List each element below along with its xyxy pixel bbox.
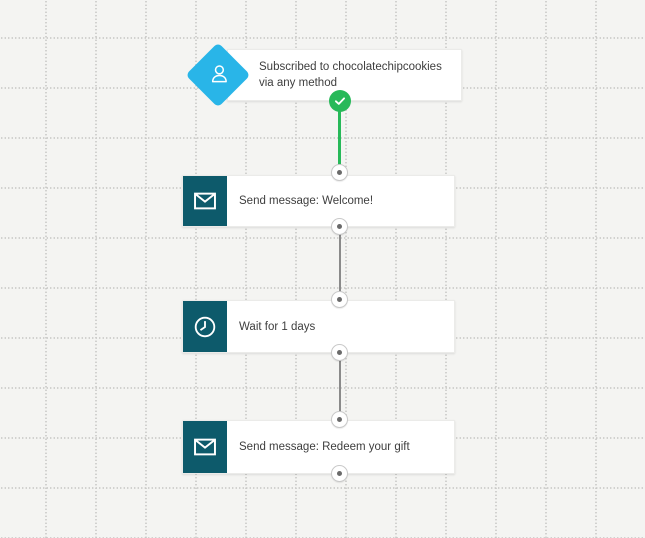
port-step1-out[interactable] [331,218,348,235]
envelope-icon [183,176,227,226]
step-label: Send message: Welcome! [239,195,374,207]
connector-step1-to-step2 [339,227,341,300]
step-label: Wait for 1 days [239,320,316,333]
envelope-icon [183,421,227,473]
check-icon [329,90,351,112]
port-step1-in[interactable] [331,164,348,181]
port-step3-out[interactable] [331,465,348,482]
port-step2-in[interactable] [331,291,348,308]
trigger-label: Subscribed to chocolatechipcookies via a… [259,61,442,89]
step-node-send-redeem[interactable]: Send message: Redeem your gift [182,420,455,474]
connector-step2-to-step3 [339,353,341,420]
port-step2-out[interactable] [331,344,348,361]
step-label: Send message: Redeem your gift [239,441,410,453]
step-node-send-welcome[interactable]: Send message: Welcome! [182,175,455,227]
user-icon [198,55,238,95]
connector-trigger-to-step1 [338,101,341,173]
step-node-wait[interactable]: Wait for 1 days [182,300,455,353]
trigger-diamond[interactable] [185,42,251,108]
port-step3-in[interactable] [331,411,348,428]
clock-icon [183,301,227,352]
